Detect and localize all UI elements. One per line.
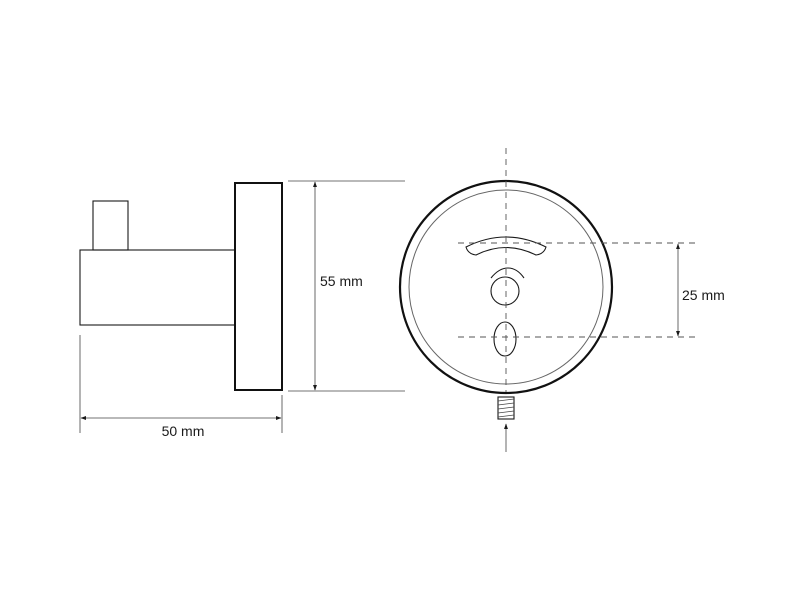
hole-spacing-label: 25 mm (682, 287, 725, 303)
height-dimension: 55 mm (288, 180, 405, 392)
mounting-slot (465, 236, 547, 256)
wall-flange (234, 182, 283, 391)
height-label: 55 mm (320, 273, 363, 289)
back-view (398, 148, 700, 452)
hook-tip (92, 200, 129, 251)
hole-spacing-dimension: 25 mm (676, 243, 725, 337)
center-hole (490, 276, 520, 306)
depth-label: 50 mm (162, 423, 205, 439)
screw-icon (497, 396, 515, 420)
hook-arm (79, 249, 236, 326)
slot-arc (490, 267, 525, 279)
depth-dimension: 50 mm (79, 335, 283, 439)
side-view (79, 182, 283, 391)
oval-hole (493, 321, 517, 357)
